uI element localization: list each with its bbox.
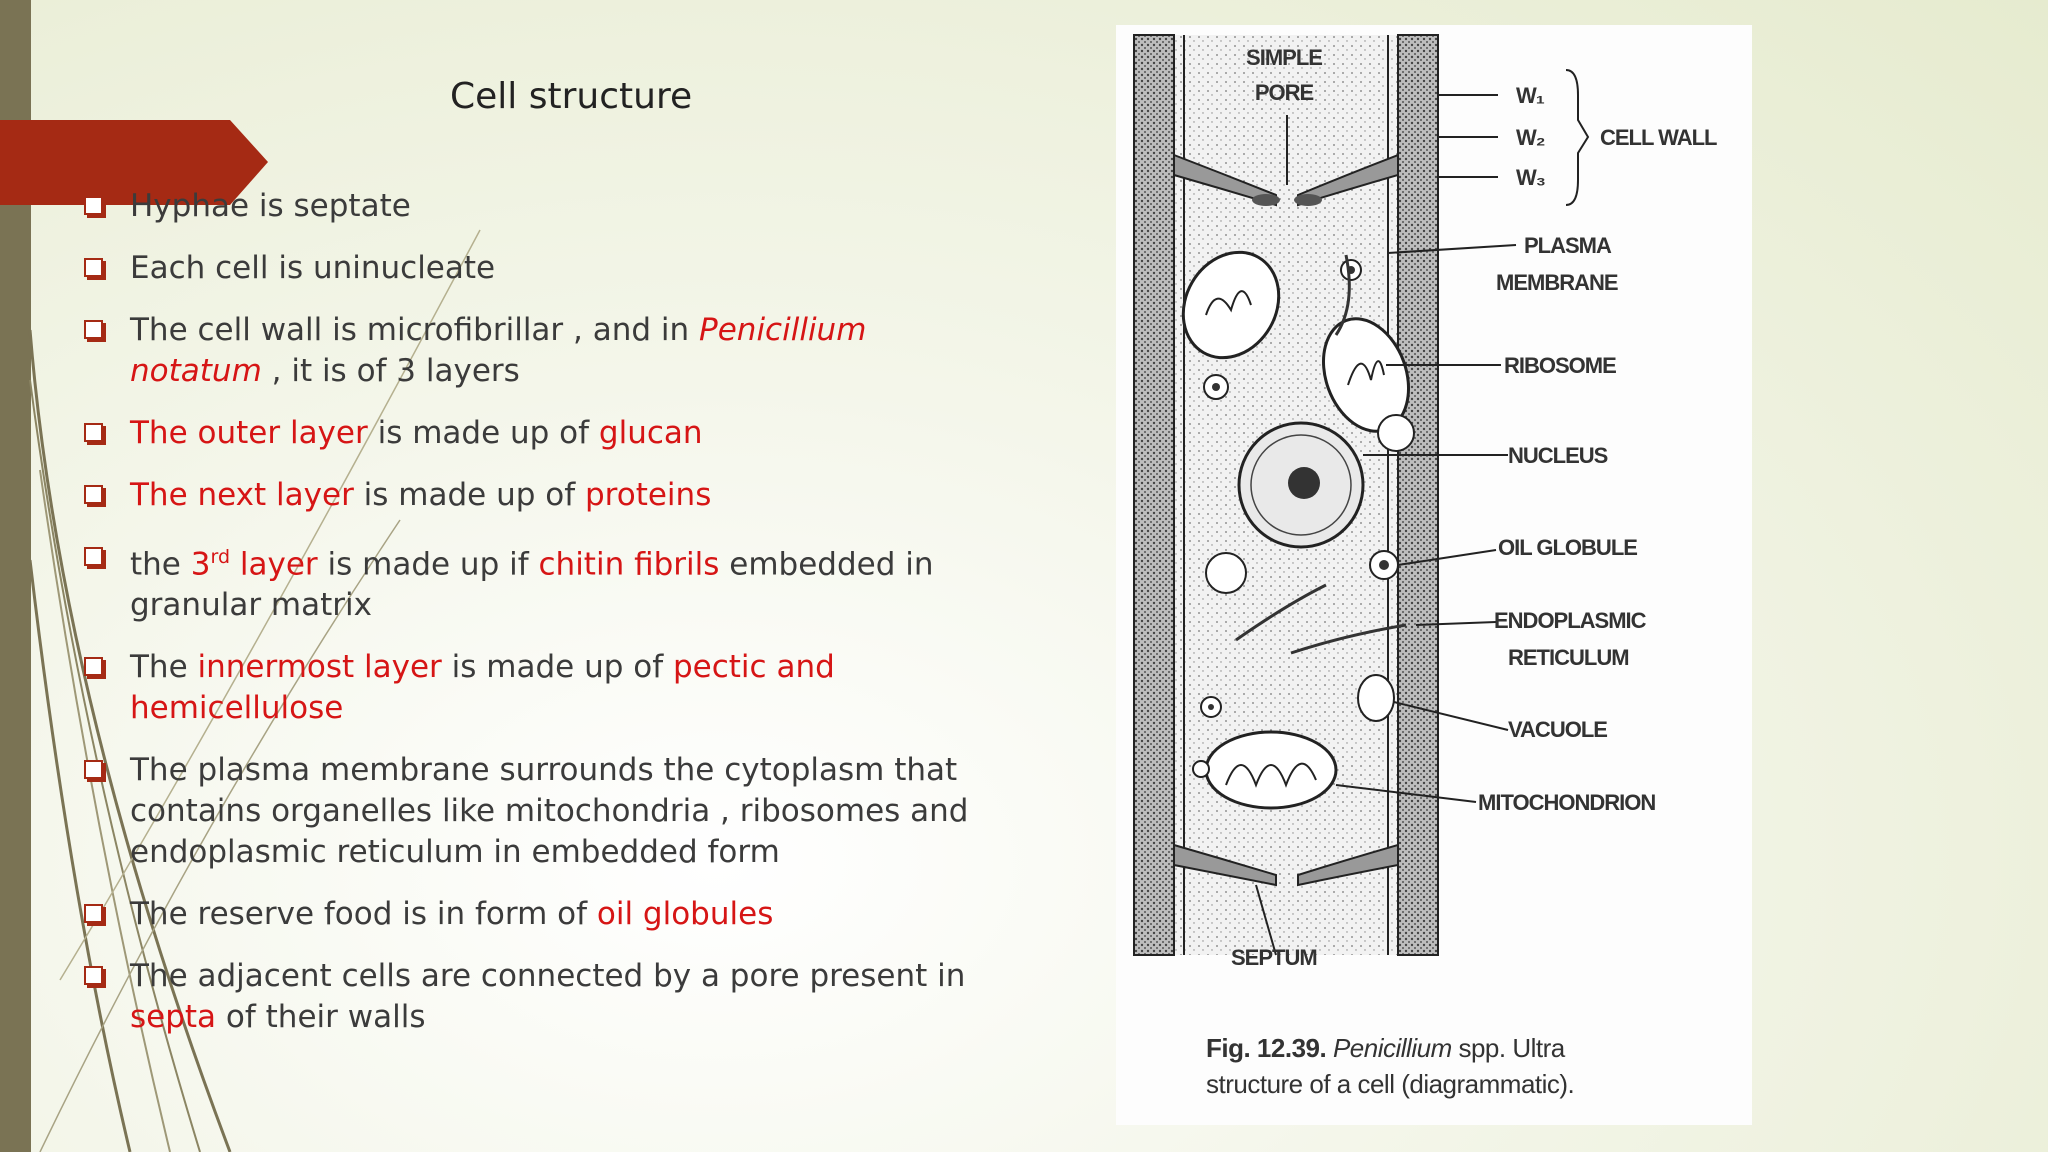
mitochondrion bbox=[1181, 250, 1281, 360]
bullet-marker-icon bbox=[84, 423, 103, 442]
label-vacuole: VACUOLE bbox=[1508, 717, 1607, 742]
label-w3: W₃ bbox=[1516, 165, 1545, 190]
label-w2: W₂ bbox=[1516, 125, 1545, 150]
bullet-item: Hyphae is septate bbox=[82, 186, 1002, 227]
bullet-item: The reserve food is in form of oil globu… bbox=[82, 894, 1002, 935]
bullet-item: The plasma membrane surrounds the cytopl… bbox=[82, 750, 1002, 873]
label-oil-globule: OIL GLOBULE bbox=[1498, 535, 1637, 560]
bullet-item: The cell wall is microfibrillar , and in… bbox=[82, 310, 1002, 392]
slide-title: Cell structure bbox=[450, 76, 693, 117]
upper-septum bbox=[1173, 153, 1277, 207]
title-accent-arrow bbox=[0, 120, 268, 205]
label-nucleus: NUCLEUS bbox=[1508, 443, 1608, 468]
cell-diagram: SIMPLE PORE W₁ W₂ W₃ CELL WALL PLASMA ME… bbox=[1133, 34, 1718, 970]
cell-structure-figure: SIMPLE PORE W₁ W₂ W₃ CELL WALL PLASMA ME… bbox=[1116, 25, 1752, 1125]
label-w1: W₁ bbox=[1516, 83, 1545, 108]
label-reticulum: RETICULUM bbox=[1508, 645, 1629, 670]
label-simple: SIMPLE bbox=[1246, 45, 1322, 70]
label-ribosome: RIBOSOME bbox=[1504, 353, 1616, 378]
label-membrane: MEMBRANE bbox=[1496, 270, 1618, 295]
left-cell-wall bbox=[1133, 34, 1175, 956]
bullet-marker-icon bbox=[84, 657, 103, 677]
bullet-marker-icon bbox=[84, 196, 103, 215]
species-name: Penicillium notatum bbox=[130, 312, 867, 389]
vacuole bbox=[1357, 674, 1395, 722]
bullet-marker-icon bbox=[84, 485, 103, 504]
bullet-item: the 3rd layer is made up if chitin fibri… bbox=[82, 537, 1002, 626]
figure-caption: Fig. 12.39. Penicillium spp. Ultra struc… bbox=[1206, 1033, 1575, 1099]
bullet-item: The next layer is made up of proteins bbox=[82, 475, 1002, 516]
label-plasma: PLASMA bbox=[1524, 233, 1612, 258]
bullet-marker-icon bbox=[84, 258, 103, 277]
bullet-list: Hyphae is septate Each cell is uninuclea… bbox=[82, 186, 1002, 1059]
bullet-item: The innermost layer is made up of pectic… bbox=[82, 647, 1002, 729]
endoplasmic-reticulum bbox=[1235, 583, 1327, 642]
right-cell-wall bbox=[1397, 34, 1439, 956]
label-mitochondrion: MITOCHONDRION bbox=[1478, 790, 1655, 815]
label-pore: PORE bbox=[1255, 80, 1314, 105]
bullet-marker-icon bbox=[84, 760, 103, 780]
bullet-marker-icon bbox=[84, 547, 103, 566]
bullet-item: The outer layer is made up of glucan bbox=[82, 413, 1002, 454]
bullet-marker-icon bbox=[84, 320, 103, 339]
lower-septum bbox=[1173, 843, 1277, 887]
bullet-marker-icon bbox=[84, 966, 103, 986]
bullet-item: Each cell is uninucleate bbox=[82, 248, 1002, 289]
label-endoplasmic: ENDOPLASMIC bbox=[1494, 608, 1647, 633]
bullet-marker-icon bbox=[84, 904, 103, 924]
bullet-item: The adjacent cells are connected by a po… bbox=[82, 956, 1002, 1038]
label-septum: SEPTUM bbox=[1231, 945, 1317, 970]
label-cell-wall: CELL WALL bbox=[1600, 125, 1717, 150]
